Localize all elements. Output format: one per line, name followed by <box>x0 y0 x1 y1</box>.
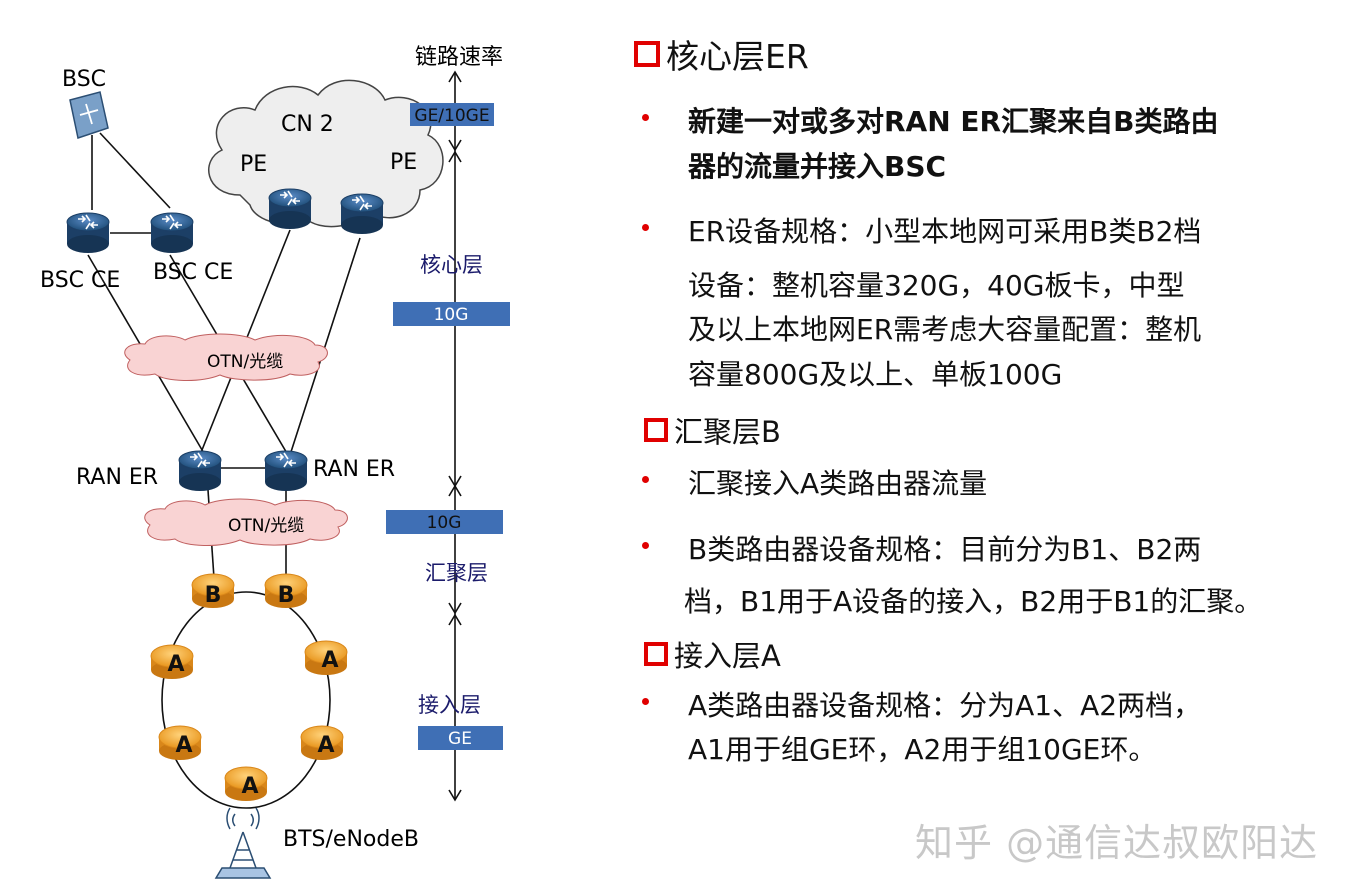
core-bullet-2-line-1: ER设备规格：小型本地网可采用B类B2档 <box>688 215 1202 248</box>
core-bullet-2-line-2: 设备：整机容量320G，40G板卡，中型 <box>688 269 1185 302</box>
a-router-top-right: A <box>304 640 348 676</box>
svg-text:A: A <box>317 733 334 758</box>
pe-router-left <box>268 188 312 230</box>
agg-layer-label: 汇聚层 <box>425 561 488 585</box>
rate-box-10g-2 <box>386 510 503 534</box>
core-bullet-2-line-4: 容量800G及以上、单板100G <box>688 358 1063 391</box>
pe-label-left: PE <box>240 152 267 177</box>
a-router-top-left: A <box>150 644 194 680</box>
section-access-heading: 接入层A <box>644 633 781 675</box>
svg-text:A: A <box>241 774 258 799</box>
cn2-label: CN 2 <box>281 112 334 137</box>
bullet-dot-icon <box>642 224 649 231</box>
access-bullet-1-line-2: A1用于组GE环，A2用于组10GE环。 <box>688 733 1157 766</box>
square-bullet-icon <box>634 41 660 67</box>
section-core-heading: 核心层ER <box>634 30 809 78</box>
rate-title: 链路速率 <box>415 45 503 70</box>
bsc-device <box>69 91 109 139</box>
rate-box-ge <box>418 726 503 750</box>
access-bullet-1-line-1: A类路由器设备规格：分为A1、A2两档， <box>688 689 1202 722</box>
bsc-label: BSC <box>62 67 106 92</box>
pe-router-right <box>340 193 384 235</box>
otn-label-bottom: OTN/光缆 <box>228 516 304 536</box>
otn-cloud-top <box>124 333 328 382</box>
ran-er-router-right <box>264 450 308 492</box>
bullet-dot-icon <box>642 114 649 121</box>
section-core-title: 核心层ER <box>666 37 809 76</box>
core-bullet-1-line-2: 器的流量并接入BSC <box>688 150 947 183</box>
network-diagram: B B A A A A A BSC BSC CE BSC CE CN 2 PE … <box>40 45 510 879</box>
svg-text:B: B <box>205 583 222 608</box>
agg-bullet-1-line-1: 汇聚接入A类路由器流量 <box>688 467 988 500</box>
svg-text:A: A <box>175 733 192 758</box>
otn-label-top: OTN/光缆 <box>207 352 283 372</box>
square-bullet-icon <box>644 642 668 666</box>
b-router-right: B <box>264 573 308 609</box>
square-bullet-icon <box>644 418 668 442</box>
bsc-ce-label-right: BSC CE <box>153 260 233 285</box>
ran-er-label-left: RAN ER <box>76 465 158 490</box>
access-layer-label: 接入层 <box>418 693 481 717</box>
bsc-ce-router-right <box>150 212 194 254</box>
core-bullet-1-line-1: 新建一对或多对RAN ER汇聚来自B类路由 <box>688 105 1219 138</box>
section-access-title: 接入层A <box>674 639 781 673</box>
bts-tower-icon <box>214 807 272 879</box>
pe-label-right: PE <box>390 150 417 175</box>
rate-label-10g-1: 10G <box>434 305 469 325</box>
rate-box-10g-1 <box>393 302 510 326</box>
b-router-left: B <box>191 573 235 609</box>
svg-text:A: A <box>167 652 184 677</box>
watermark: 知乎 @通信达叔欧阳达 <box>915 821 1319 865</box>
agg-bullet-2-line-1: B类路由器设备规格：目前分为B1、B2两 <box>688 533 1202 566</box>
bsc-ce-router-left <box>66 212 110 254</box>
bts-label: BTS/eNodeB <box>283 827 419 852</box>
rate-box-ge10ge <box>410 103 494 126</box>
section-agg-title: 汇聚层B <box>674 415 781 449</box>
bullet-dot-icon <box>642 542 649 549</box>
a-router-bottom: A <box>224 766 268 802</box>
ran-er-router-left <box>178 450 222 492</box>
a-router-mid-left: A <box>158 725 202 761</box>
section-agg-heading: 汇聚层B <box>644 409 781 451</box>
otn-cloud-bottom <box>144 498 348 547</box>
agg-bullet-2-line-2: 档，B1用于A设备的接入，B2用于B1的汇聚。 <box>684 585 1263 618</box>
svg-text:B: B <box>278 583 295 608</box>
bsc-ce-label-left: BSC CE <box>40 268 120 293</box>
rate-label-ge: GE <box>448 729 472 749</box>
ran-er-label-right: RAN ER <box>313 457 395 482</box>
cn2-cloud <box>208 79 444 228</box>
bullet-dot-icon <box>642 698 649 705</box>
core-layer-label: 核心层 <box>420 253 483 277</box>
rate-label-ge10ge: GE/10GE <box>414 106 489 126</box>
description-panel: 核心层ER 新建一对或多对RAN ER汇聚来自B类路由 器的流量并接入BSC E… <box>630 0 1350 889</box>
bullet-dot-icon <box>642 476 649 483</box>
rate-axis <box>448 70 462 802</box>
core-bullet-2-line-3: 及以上本地网ER需考虑大容量配置：整机 <box>688 313 1202 346</box>
a-router-mid-right: A <box>300 725 344 761</box>
svg-text:A: A <box>321 648 338 673</box>
rate-label-10g-2: 10G <box>427 513 462 533</box>
